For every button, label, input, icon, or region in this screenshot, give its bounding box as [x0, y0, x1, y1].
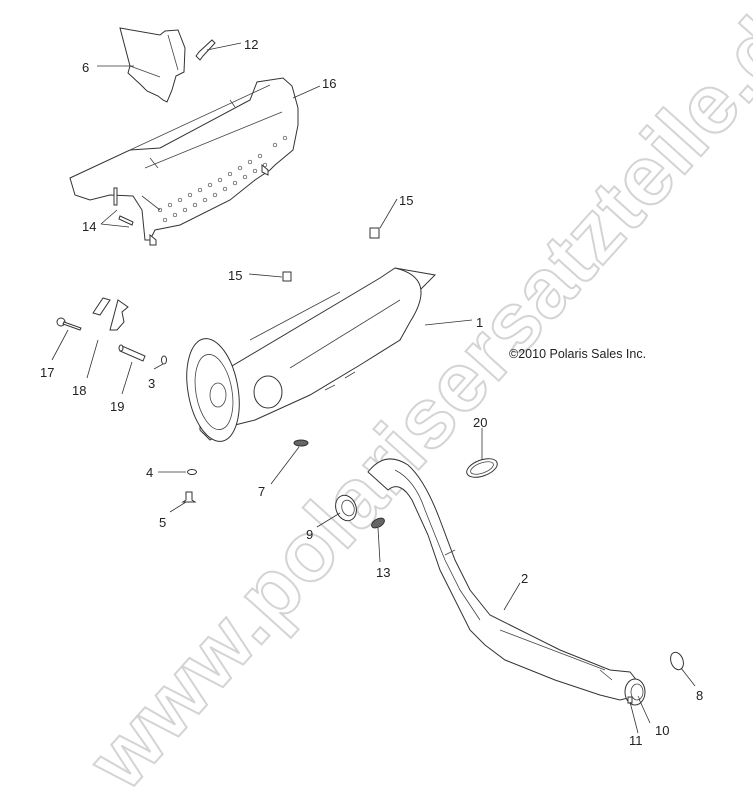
callout-20[interactable]: 20 [473, 415, 488, 430]
heat-shield-part[interactable] [69, 77, 299, 246]
callout-4[interactable]: 4 [146, 465, 154, 480]
callout-10[interactable]: 10 [655, 723, 670, 738]
seal-ring-part[interactable] [332, 492, 360, 523]
callout-5[interactable]: 5 [159, 515, 167, 530]
exhaust-parts-drawing [51, 27, 696, 734]
bolt-part[interactable] [56, 317, 82, 331]
callout-8[interactable]: 8 [696, 688, 704, 703]
callout-12[interactable]: 12 [244, 37, 259, 52]
callout-11[interactable]: 11 [629, 733, 643, 748]
callout-6[interactable]: 6 [82, 60, 90, 75]
screw-part[interactable] [195, 39, 216, 61]
lock-washer-part[interactable] [637, 695, 641, 701]
callout-17[interactable]: 17 [40, 365, 55, 380]
callout-15-lower[interactable]: 15 [228, 268, 243, 283]
callout-1[interactable]: 1 [476, 315, 484, 330]
clip-nut-upper-part[interactable] [369, 227, 380, 239]
nut-part[interactable] [187, 469, 197, 475]
head-pipe-part[interactable] [367, 458, 646, 706]
leader-lines [51, 42, 696, 734]
callout-9[interactable]: 9 [306, 527, 314, 542]
callout-15-upper[interactable]: 15 [399, 193, 414, 208]
callout-19[interactable]: 19 [110, 399, 125, 414]
stud-part[interactable] [181, 491, 197, 503]
clamp-part[interactable] [464, 455, 500, 481]
spring-7-part[interactable] [293, 439, 309, 447]
gasket-part[interactable] [668, 650, 685, 671]
muffler-part[interactable] [179, 267, 437, 446]
copyright-notice: ©2010 Polaris Sales Inc. [509, 347, 647, 361]
washer-part[interactable] [161, 355, 167, 365]
callout-18[interactable]: 18 [72, 383, 87, 398]
bracket-part[interactable] [92, 297, 129, 331]
heat-shield-bracket-part[interactable] [119, 27, 186, 103]
spring-13-part[interactable] [370, 516, 386, 530]
callout-3[interactable]: 3 [148, 376, 156, 391]
callout-7[interactable]: 7 [258, 484, 266, 499]
spacer-part[interactable] [118, 344, 146, 362]
callout-13[interactable]: 13 [376, 565, 391, 580]
callout-14[interactable]: 14 [82, 219, 97, 234]
clip-nut-lower-part[interactable] [282, 271, 292, 282]
callout-2[interactable]: 2 [521, 571, 529, 586]
callout-16[interactable]: 16 [322, 76, 337, 91]
screws-part[interactable] [113, 187, 134, 226]
